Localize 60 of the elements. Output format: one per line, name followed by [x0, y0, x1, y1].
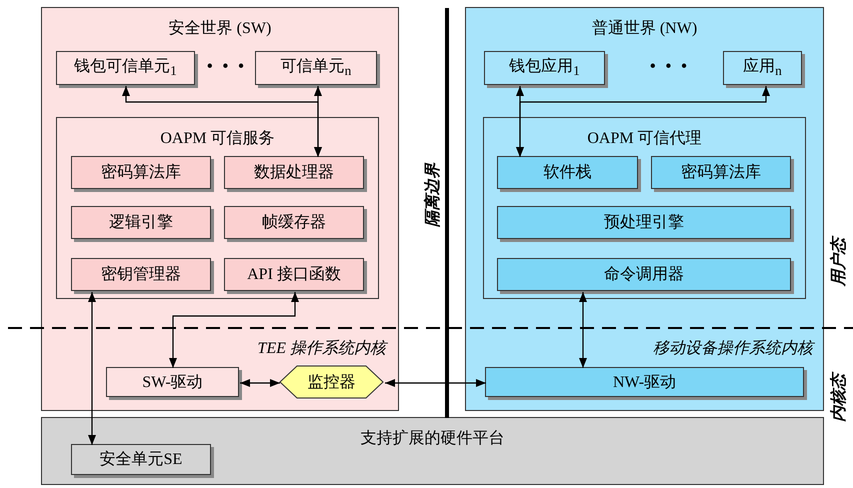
box-label: 命令调用器	[604, 265, 684, 285]
box-label: 帧缓存器	[262, 212, 326, 233]
world-panel	[465, 7, 824, 411]
component-box	[71, 156, 211, 189]
component-box	[255, 51, 377, 85]
hexagon-node	[279, 365, 384, 399]
component-box	[71, 258, 211, 291]
double-arrow	[240, 379, 280, 387]
panel-title: 支持扩展的硬件平台	[360, 428, 504, 449]
component-box	[497, 258, 791, 291]
ellipsis-mark: • • •	[207, 58, 247, 76]
component-box	[497, 206, 791, 239]
component-box	[723, 51, 802, 85]
platform-band	[41, 417, 824, 485]
module-panel	[483, 117, 806, 299]
boundary-label: 隔离边界	[422, 163, 442, 227]
component-box	[224, 156, 364, 189]
module-panel	[56, 117, 379, 299]
component-box	[106, 367, 239, 397]
box-label: 可信单元$_{n}$	[280, 57, 352, 80]
box-label: 应用$_{n}$	[743, 56, 782, 80]
component-box	[71, 444, 211, 475]
component-box	[224, 206, 364, 239]
box-label: 软件栈	[544, 162, 592, 183]
box-label: 数据处理器	[254, 162, 334, 183]
box-label: 密钥管理器	[101, 264, 181, 285]
double-arrow	[169, 292, 299, 368]
panel-title: 安全世界 (SW)	[168, 18, 272, 39]
panel-note: TEE 操作系统内核	[258, 340, 386, 357]
panel-title: 普通世界 (NW)	[592, 18, 698, 39]
component-box	[71, 206, 211, 239]
box-label: 安全单元SE	[100, 450, 182, 470]
box-label: 钱包可信单元$_{1}$	[74, 57, 177, 80]
panel-note: 移动设备操作系统内核	[653, 340, 813, 357]
component-box	[56, 51, 195, 85]
box-label: 监控器	[308, 372, 356, 392]
box-label: 预处理引擎	[604, 212, 684, 233]
component-box	[484, 51, 605, 85]
component-box	[485, 367, 804, 397]
box-label: 逻辑引擎	[109, 213, 173, 233]
component-box	[651, 156, 791, 189]
mode-label: 用户态	[828, 238, 850, 286]
double-arrow	[385, 379, 486, 387]
box-label: 密码算法库	[681, 162, 761, 183]
box-label: API 接口函数	[247, 264, 341, 285]
box-label: SW-驱动	[142, 372, 203, 392]
double-arrow	[579, 292, 587, 368]
panel-title: OAPM 可信代理	[587, 129, 702, 149]
component-box	[224, 258, 364, 291]
panel-title: OAPM 可信服务	[160, 129, 275, 149]
double-arrow	[88, 292, 96, 445]
box-label: 钱包应用$_{1}$	[509, 56, 580, 80]
component-box	[497, 156, 638, 189]
double-arrow	[516, 86, 770, 157]
box-label: 密码算法库	[101, 162, 181, 183]
mode-label: 内核态	[828, 374, 850, 422]
double-arrow	[314, 86, 322, 157]
box-label: NW-驱动	[612, 372, 676, 392]
world-panel	[41, 7, 399, 411]
ellipsis-mark: • • •	[650, 58, 690, 76]
